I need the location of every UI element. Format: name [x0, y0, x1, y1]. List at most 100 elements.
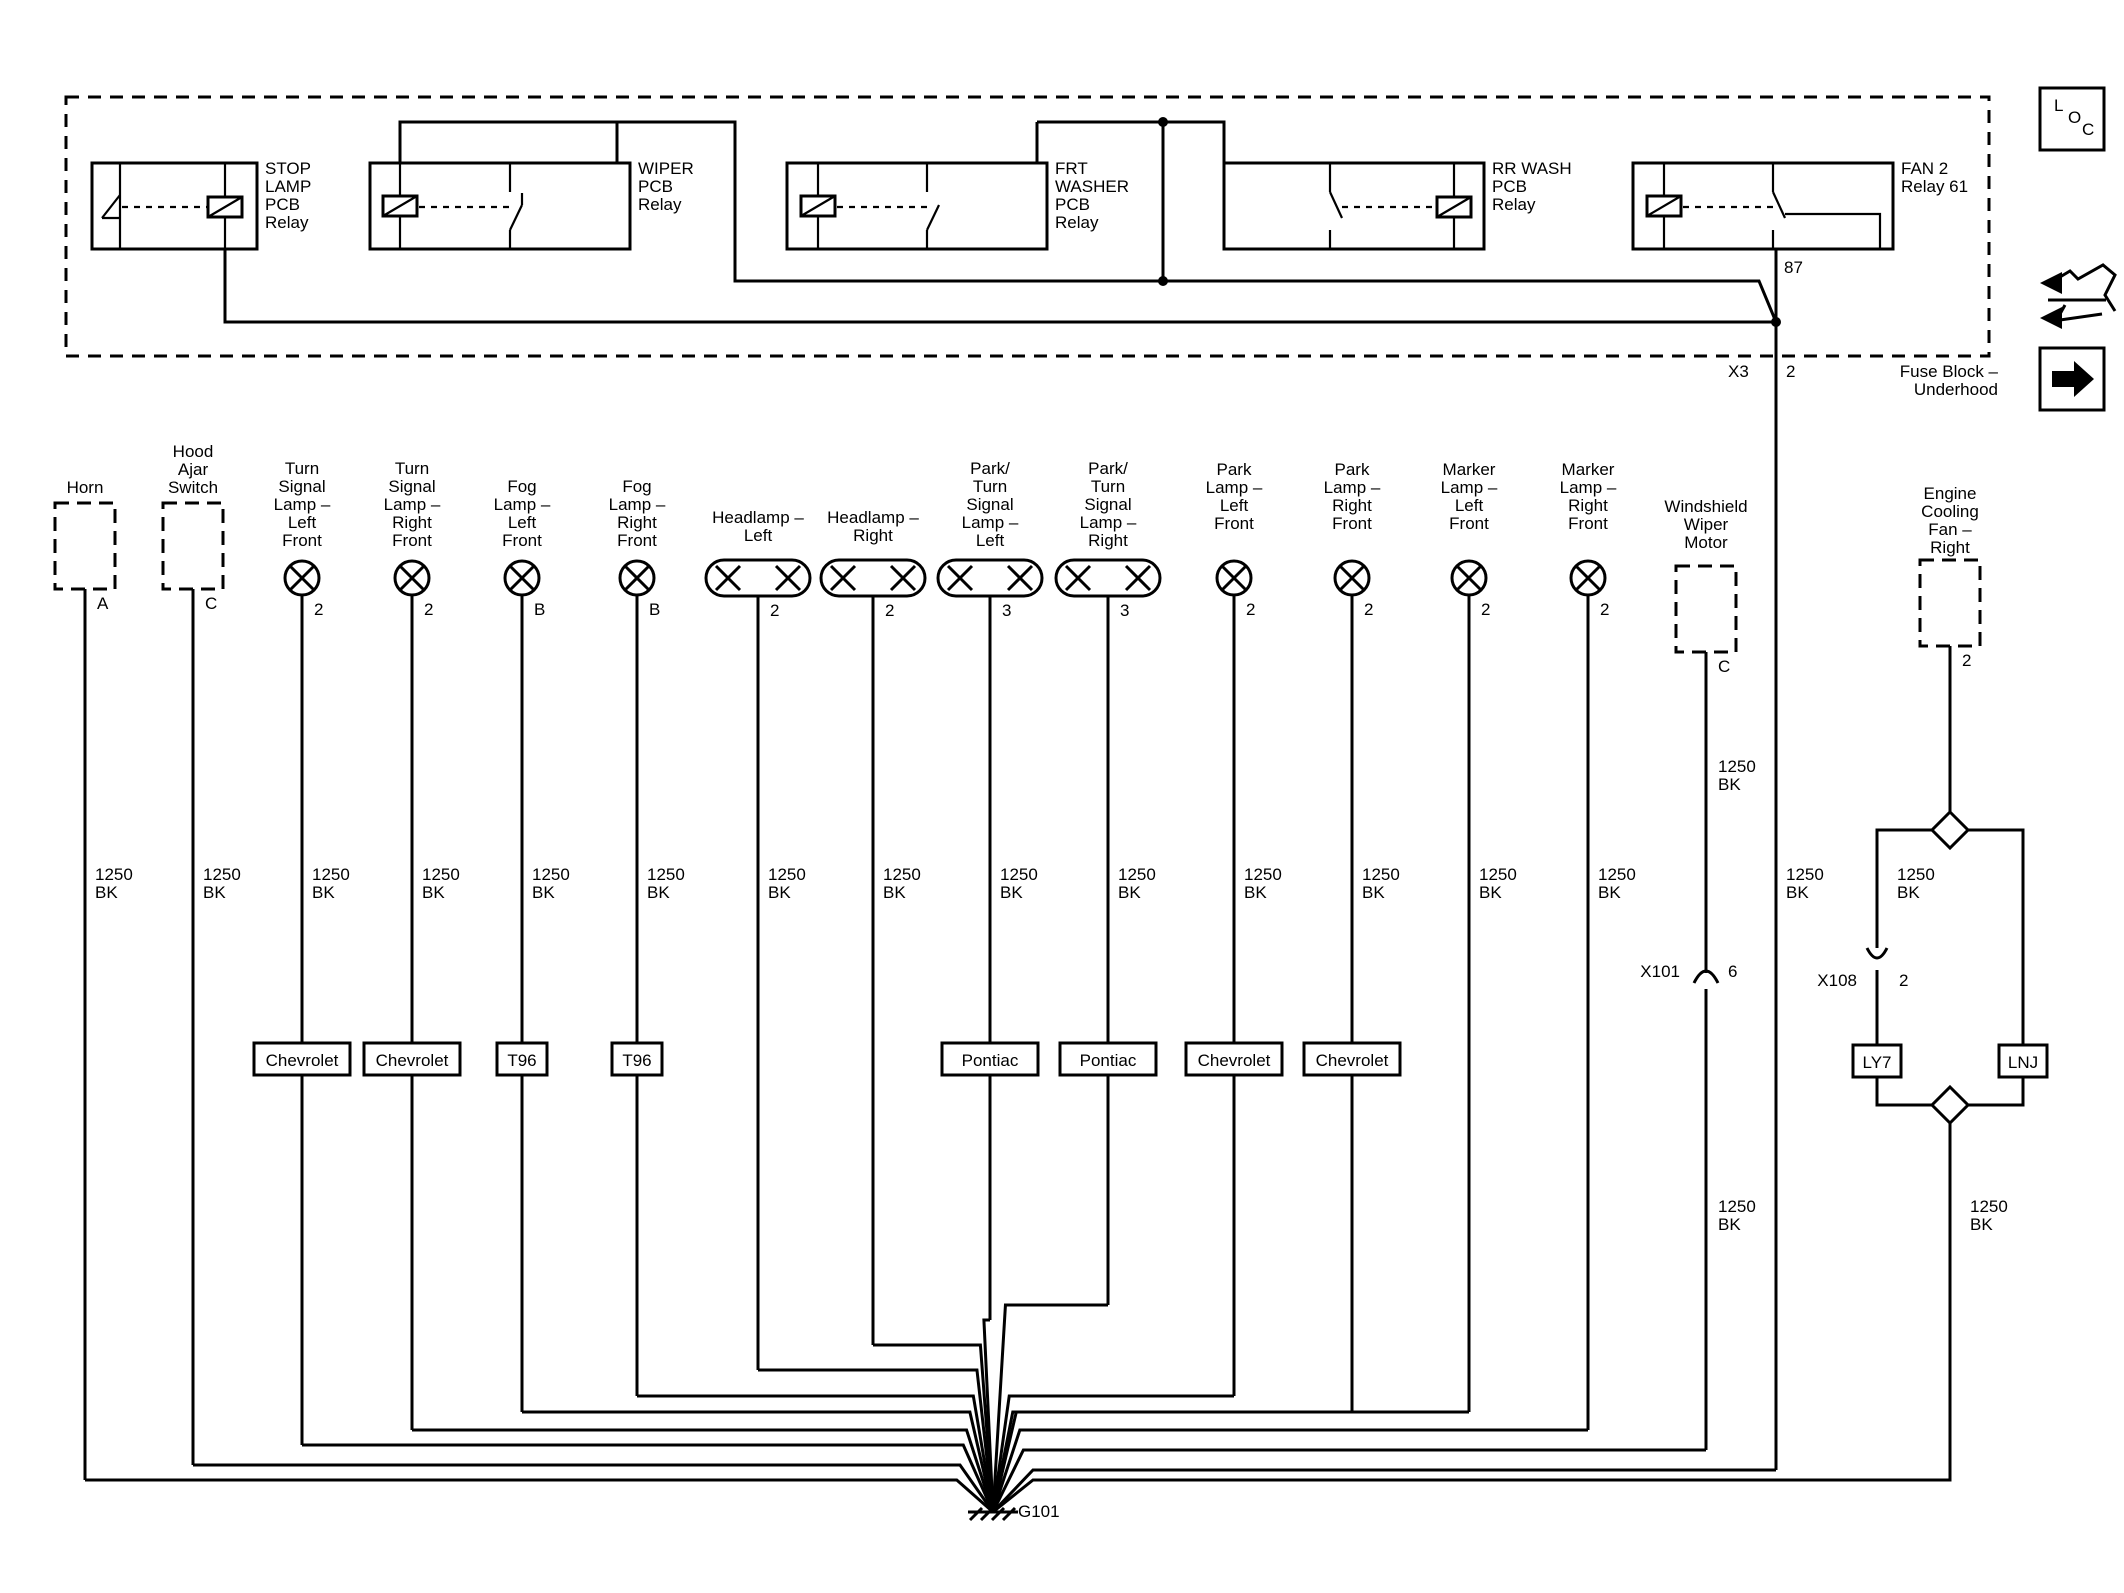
next-arrow-icon[interactable] [2038, 346, 2106, 412]
wire-color-label: BK [1786, 883, 1809, 902]
harness-layer [85, 1123, 1952, 1514]
component-label-fog-lamp-right-front: Front [617, 531, 657, 550]
loc-icon-o: O [2068, 108, 2082, 127]
component-pin-park-lamp-left-front: 2 [1246, 600, 1255, 619]
wire-size-label: 1250 [1000, 865, 1038, 884]
component-label-park-lamp-right-front: Park [1335, 460, 1370, 479]
wire-size-label: 1250 [1718, 757, 1756, 776]
ground-wire [412, 1428, 995, 1513]
wire-size-label: 1250 [1786, 865, 1824, 884]
option-label-LY7: LY7 [1863, 1053, 1892, 1072]
option-box-LNJ [1997, 1043, 2049, 1079]
connector-tool-icon[interactable] [2040, 263, 2117, 329]
wire-color-label: BK [1897, 883, 1920, 902]
wire-color-label: BK [532, 883, 555, 902]
component-label-windshield-wiper-motor: Motor [1684, 533, 1728, 552]
ground-wire [991, 1303, 1108, 1513]
loc-icon-letters: L O C [2040, 88, 2104, 150]
component-label-park-turn-right: Park/ [1088, 459, 1128, 478]
component-label-park-lamp-right-front: Lamp – [1324, 478, 1381, 497]
fuse-block-name-line1: Fuse Block – [1899, 362, 1998, 381]
relay-rr-wash [1222, 161, 1486, 251]
component-pin-park-turn-right: 3 [1120, 601, 1129, 620]
relay-label-rr-wash: PCB [1492, 177, 1527, 196]
component-box-hood-ajar-switch [161, 501, 225, 591]
relay-label-frt-washer: FRT [1055, 159, 1088, 178]
option-label-fog-lamp-left-front: T96 [507, 1051, 536, 1070]
fuse-block-connector-pin: 2 [1786, 362, 1796, 381]
option-box-Pontiac [1058, 1041, 1158, 1077]
component-label-windshield-wiper-motor: Windshield [1664, 497, 1747, 516]
inline-connector-x101-icon [1692, 969, 1720, 984]
relay-stop-lamp [90, 161, 259, 251]
inline-connector-pin: 2 [1899, 971, 1908, 990]
relay-label-rr-wash: RR WASH [1492, 159, 1572, 178]
ground-wire [991, 1410, 1469, 1513]
relay-label-frt-washer: WASHER [1055, 177, 1129, 196]
relay-label-frt-washer: Relay [1055, 213, 1099, 232]
component-pin-engine-cooling-fan-right: 2 [1962, 651, 1971, 670]
component-label-marker-lamp-left-front: Front [1449, 514, 1489, 533]
component-label-fog-lamp-left-front: Fog [507, 477, 536, 496]
component-label-turn-signal-left-front: Front [282, 531, 322, 550]
component-label-engine-cooling-fan-right: Fan – [1928, 520, 1972, 539]
component-pin-hood-ajar-switch: C [205, 594, 217, 613]
ground-wire [758, 1368, 995, 1513]
wire-color-label: BK [312, 883, 335, 902]
component-label-park-lamp-right-front: Right [1332, 496, 1372, 515]
component-label-windshield-wiper-motor: Wiper [1684, 515, 1729, 534]
inline-connector-x108-icon [1865, 947, 1889, 960]
loc-icon[interactable] [2038, 86, 2106, 152]
wire-size-label: 1250 [532, 865, 570, 884]
component-label-marker-lamp-right-front: Lamp – [1560, 478, 1617, 497]
component-label-turn-signal-right-front: Signal [388, 477, 435, 496]
ground-wire [991, 1448, 1706, 1513]
wire-size-label: 1250 [883, 865, 921, 884]
wire-size-label: 1250 [1970, 1197, 2008, 1216]
component-pin-windshield-wiper-motor: C [1718, 657, 1730, 676]
component-label-park-lamp-left-front: Front [1214, 514, 1254, 533]
component-label-marker-lamp-left-front: Lamp – [1441, 478, 1498, 497]
option-box-LY7 [1851, 1043, 1903, 1079]
option-label-turn-signal-left-front: Chevrolet [266, 1051, 339, 1070]
component-label-marker-lamp-right-front: Right [1568, 496, 1608, 515]
component-label-marker-lamp-right-front: Front [1568, 514, 1608, 533]
relay-label-frt-washer: PCB [1055, 195, 1090, 214]
inline-connector-label: X108 [1817, 971, 1857, 990]
wire-color-label: BK [1244, 883, 1267, 902]
component-label-park-turn-left: Turn [973, 477, 1007, 496]
component-label-engine-cooling-fan-right: Cooling [1921, 502, 1979, 521]
component-label-turn-signal-left-front: Turn [285, 459, 319, 478]
wire-size-label: 1250 [1897, 865, 1935, 884]
component-label-park-turn-right: Turn [1091, 477, 1125, 496]
dual-lamp-icon [704, 558, 812, 598]
inline-connector-label: X101 [1640, 962, 1680, 981]
relay-label-stop-lamp: PCB [265, 195, 300, 214]
component-label-turn-signal-left-front: Lamp – [274, 495, 331, 514]
relay-label-wiper: PCB [638, 177, 673, 196]
component-box-horn [53, 501, 117, 591]
option-label-park-lamp-left-front: Chevrolet [1198, 1051, 1271, 1070]
wire-size-label: 1250 [1718, 1197, 1756, 1216]
components-layer: HornA1250BKHoodAjarSwitchC1250BKTurnSign… [53, 442, 2049, 1480]
splice-diamond [1929, 809, 1971, 851]
component-pin-marker-lamp-right-front: 2 [1600, 600, 1609, 619]
component-label-hood-ajar-switch: Hood [173, 442, 214, 461]
wire-size-label: 1250 [1598, 865, 1636, 884]
component-label-turn-signal-right-front: Lamp – [384, 495, 441, 514]
ground-wire [991, 1394, 1234, 1513]
wire-size-label: 1250 [1118, 865, 1156, 884]
option-box-Chevrolet [252, 1041, 352, 1077]
component-pin-turn-signal-left-front: 2 [314, 600, 323, 619]
option-box-T96 [610, 1041, 664, 1077]
component-pin-park-lamp-right-front: 2 [1364, 600, 1373, 619]
component-label-engine-cooling-fan-right: Right [1930, 538, 1970, 557]
